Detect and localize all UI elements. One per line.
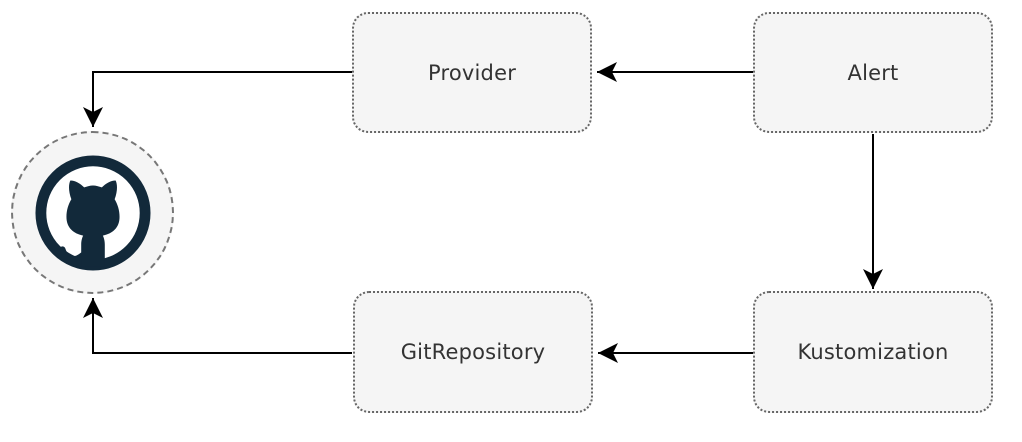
edge-provider-github	[83, 71, 352, 127]
node-github	[11, 131, 174, 294]
node-provider: Provider	[352, 12, 592, 133]
node-alert-label: Alert	[847, 60, 899, 85]
github-octocat-icon	[34, 154, 151, 271]
node-gitrepository: GitRepository	[353, 291, 593, 413]
node-alert: Alert	[753, 12, 993, 133]
node-kustomization: Kustomization	[753, 291, 993, 413]
node-kustomization-label: Kustomization	[797, 340, 949, 364]
node-gitrepository-label: GitRepository	[400, 340, 546, 364]
edge-gitrepository-github	[83, 298, 352, 354]
node-provider-label: Provider	[427, 60, 517, 85]
